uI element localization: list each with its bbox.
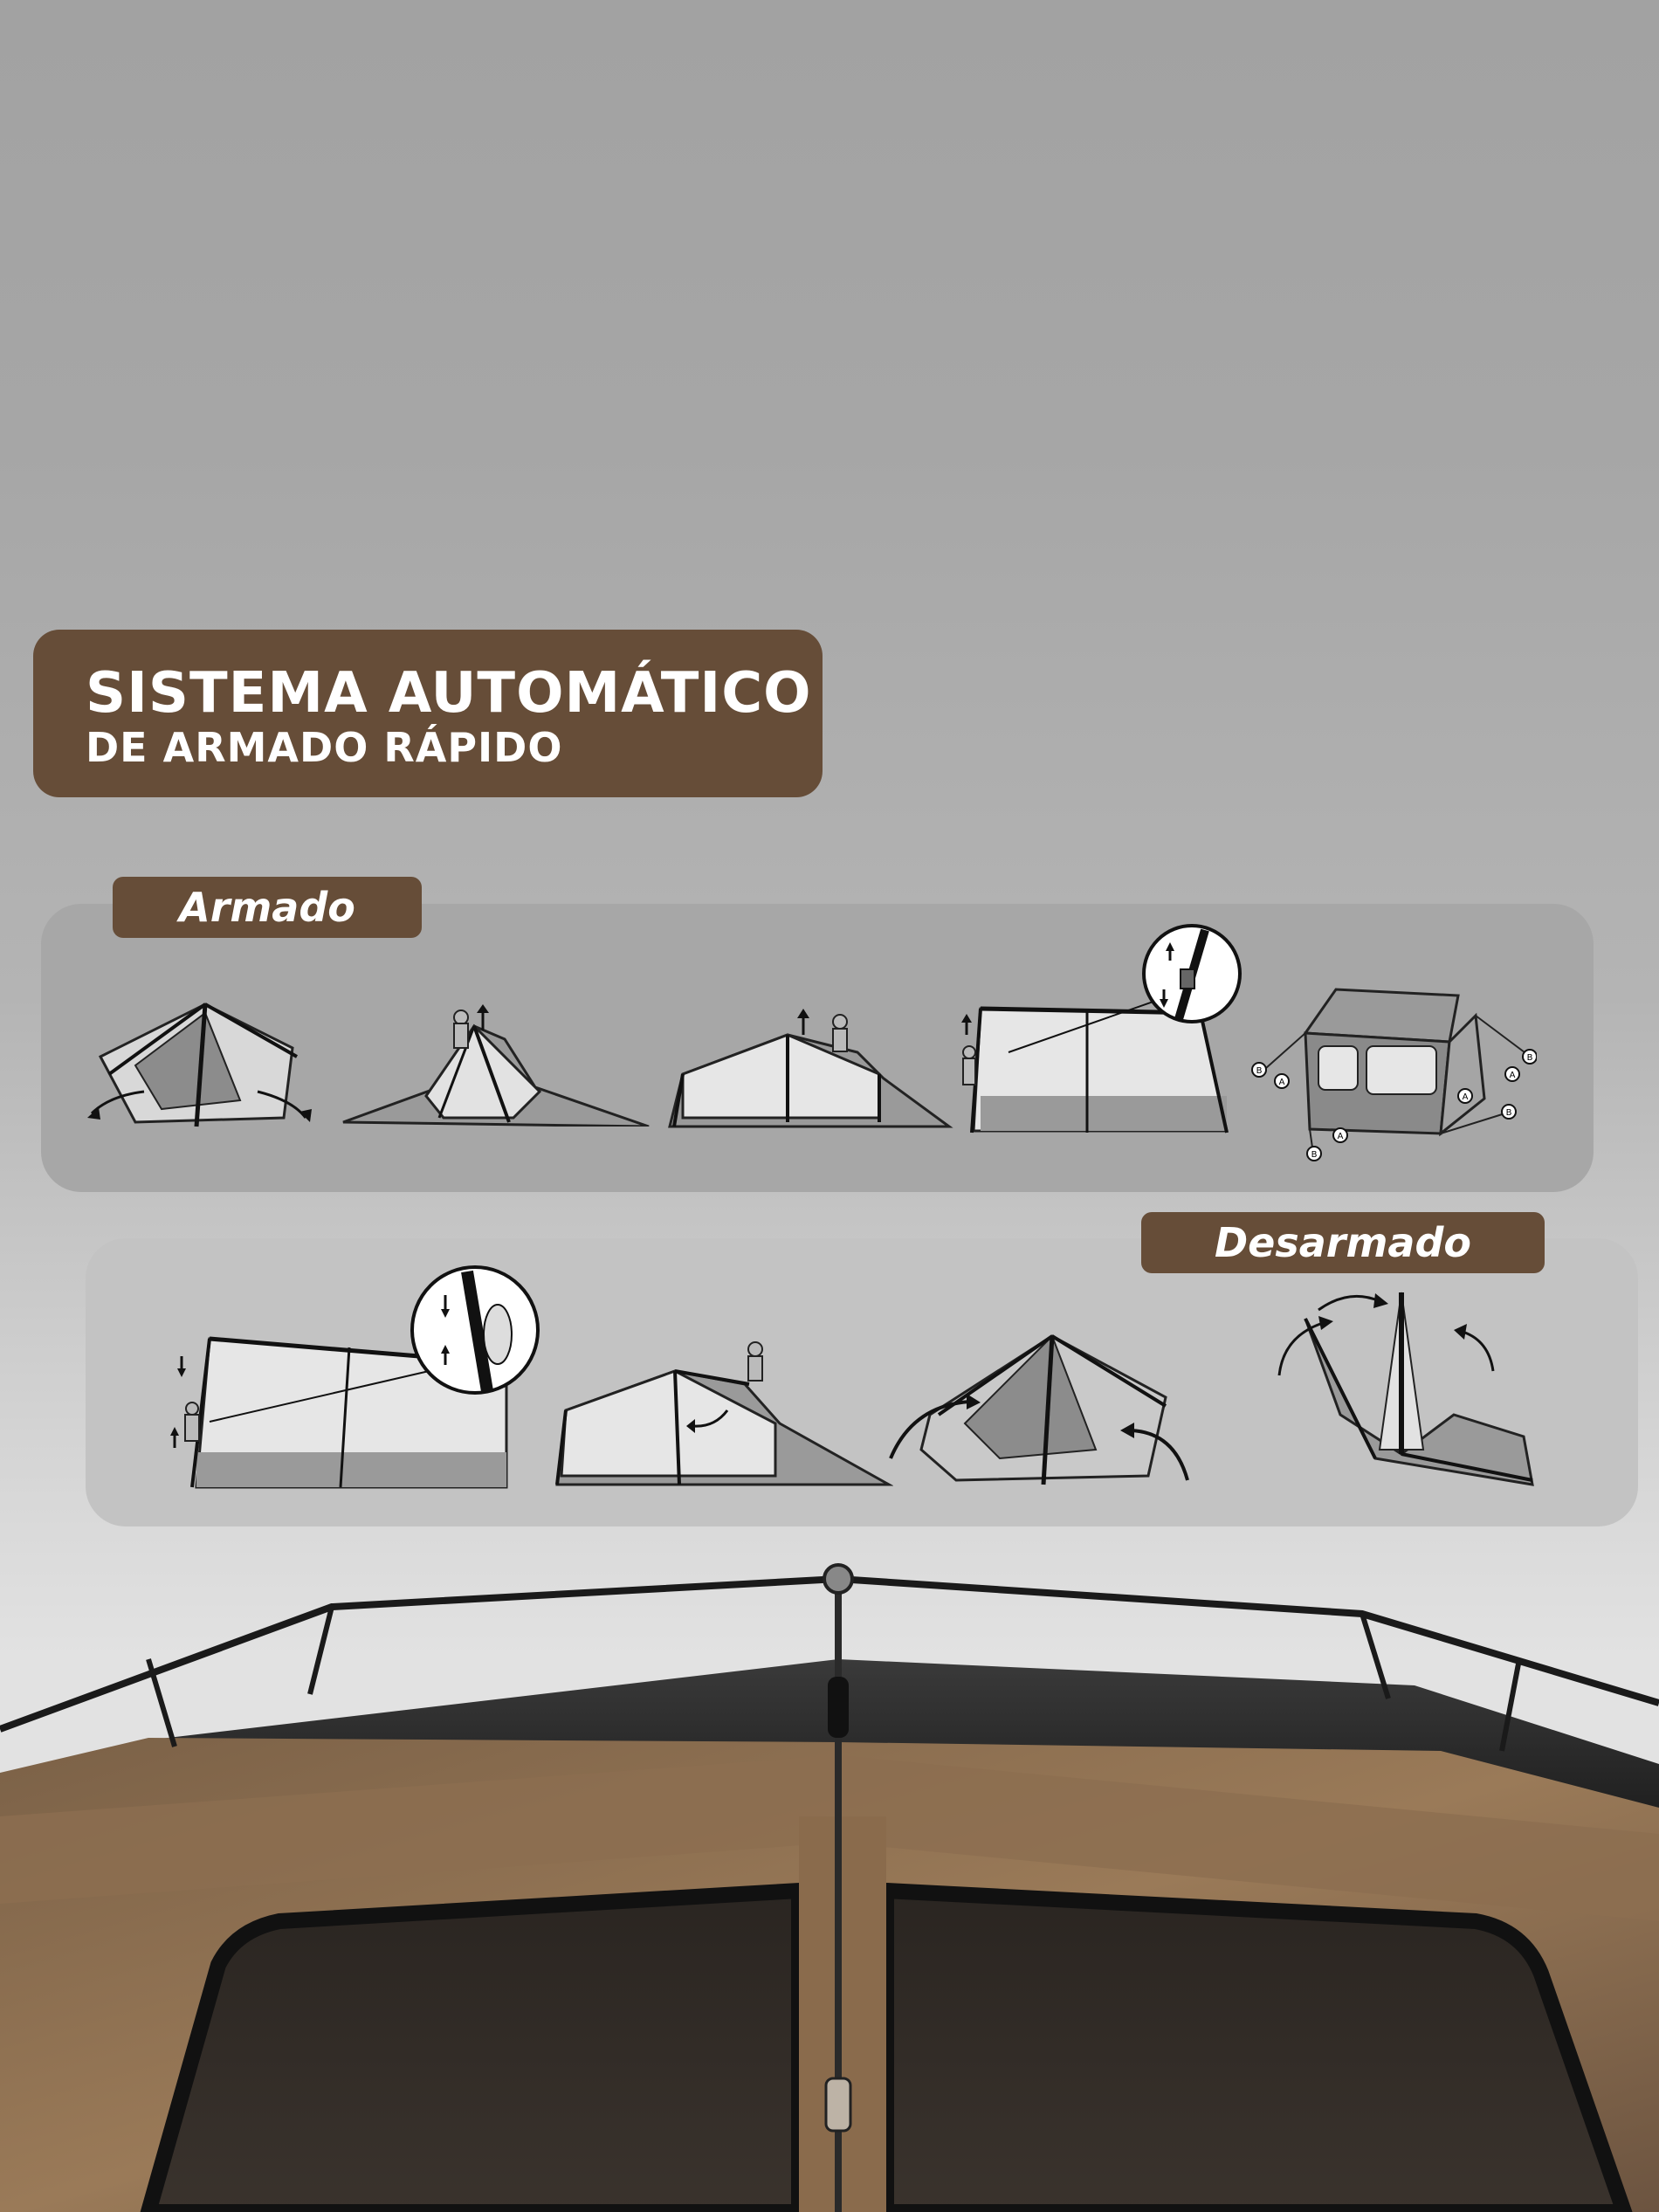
armado-label: Armado: [113, 877, 422, 938]
marker-b: B: [1311, 1150, 1318, 1160]
armado-step-3-illustration: [668, 1009, 953, 1128]
title-banner: SISTEMA AUTOMÁTICO DE ARMADO RÁPIDO: [33, 630, 823, 797]
tent-photo: [0, 1563, 1659, 2212]
desarmado-step-1-illustration: [170, 1265, 540, 1489]
title-line-2: DE ARMADO RÁPIDO: [86, 724, 563, 771]
marker-a: A: [1279, 1078, 1285, 1087]
title-line-1: SISTEMA AUTOMÁTICO: [86, 661, 812, 726]
desarmado-step-3-illustration: [889, 1334, 1189, 1485]
armado-step-5-illustration: B A B A A B A B: [1251, 988, 1537, 1161]
armado-step-1-illustration: [87, 1003, 312, 1127]
marker-a: A: [1463, 1092, 1469, 1102]
desarmado-step-4-illustration: [1277, 1292, 1534, 1486]
marker-a: A: [1338, 1132, 1344, 1141]
marker-a: A: [1510, 1071, 1516, 1080]
marker-b: B: [1506, 1108, 1512, 1118]
marker-b: B: [1256, 1066, 1263, 1076]
marker-b: B: [1527, 1053, 1533, 1063]
armado-step-4-illustration: [961, 924, 1242, 1134]
armado-step-2-illustration: [342, 1004, 650, 1127]
desarmado-label: Desarmado: [1141, 1212, 1545, 1273]
desarmado-step-2-illustration: [555, 1341, 893, 1486]
